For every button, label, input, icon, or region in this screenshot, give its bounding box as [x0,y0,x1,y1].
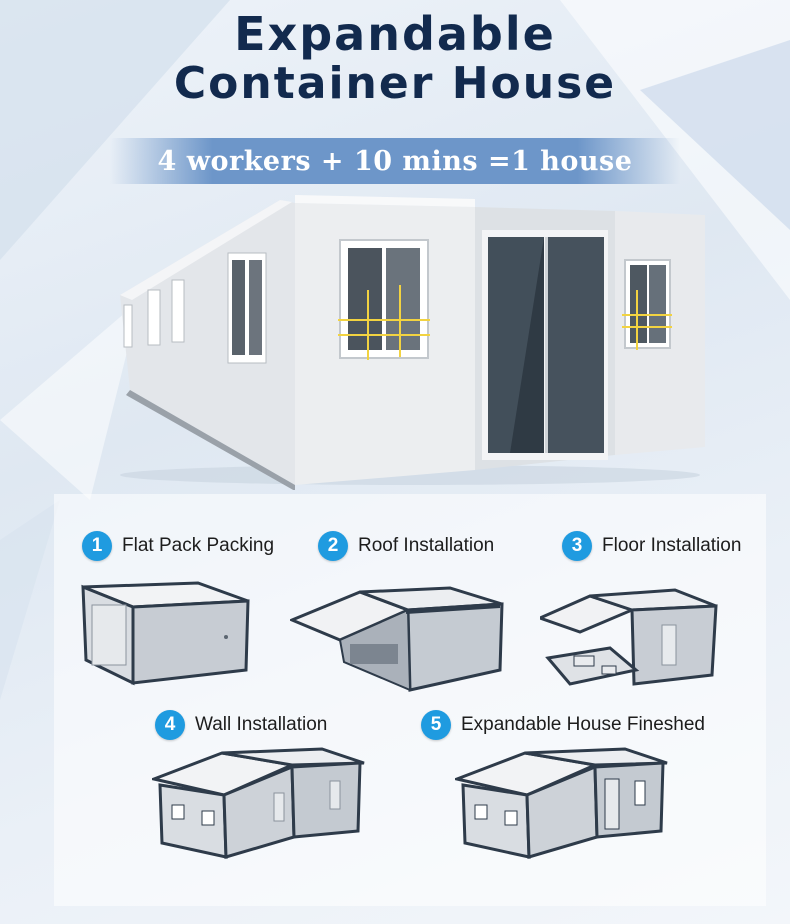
step-5-badge: 5 [421,710,451,740]
step-2-label: Roof Installation [358,535,495,556]
step-2: 2 Roof Installation [318,531,494,561]
tagline: 4 workers + 10 mins =1 house [157,145,633,177]
step-1-label: Flat Pack Packing [122,535,275,556]
step-2-roof-illustration [290,586,504,692]
step-4: 4 Wall Installation [155,710,327,740]
title-line-1: Expandable [234,7,556,61]
step-3-label: Floor Installation [602,535,742,556]
step-5: 5 Expandable House Fineshed [421,710,705,740]
step-2-badge: 2 [318,531,348,561]
step-1-badge: 1 [82,531,112,561]
page-title: Expandable Container House [0,7,790,109]
step-3: 3 Floor Installation [562,531,741,561]
step-5-label: Expandable House Fineshed [461,714,706,735]
step-4-badge: 4 [155,710,185,740]
step-3-badge: 3 [562,531,592,561]
step-3-floor-illustration [540,588,718,686]
hero-house-image [120,195,705,490]
step-4-wall-illustration [152,747,365,859]
title-line-2: Container House [173,57,617,109]
step-1: 1 Flat Pack Packing [82,531,274,561]
tagline-banner: 4 workers + 10 mins =1 house [110,138,680,184]
step-4-label: Wall Installation [195,714,328,735]
step-5-finished-house-illustration [455,747,668,859]
step-1-flat-pack-illustration [81,581,250,686]
